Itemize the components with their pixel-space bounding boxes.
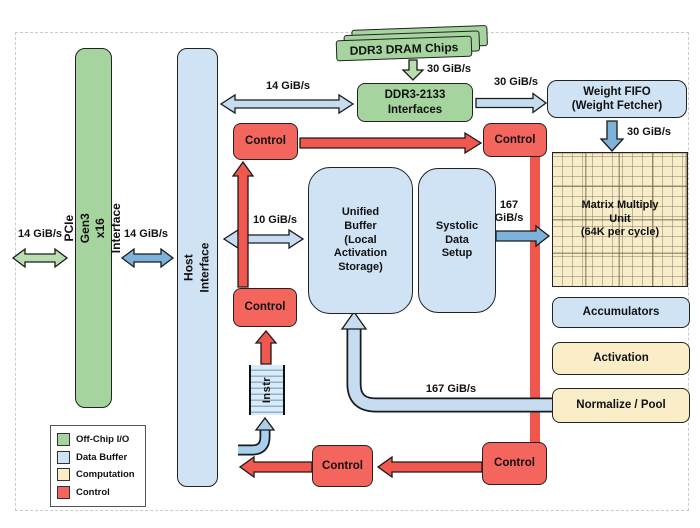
control-label: Control bbox=[322, 459, 363, 472]
pipe-np-ub bbox=[348, 324, 552, 411]
arrow-instr-control bbox=[254, 329, 278, 365]
arrow-control-bm-host bbox=[238, 455, 313, 479]
accumulators-label: Accumulators bbox=[582, 306, 660, 319]
weight-fifo-label: Weight FIFO (Weight Fetcher) bbox=[571, 85, 663, 112]
control-box-top-right: Control bbox=[483, 123, 547, 157]
bw-host-ub: 10 GiB/s bbox=[252, 214, 298, 226]
legend-item-computation: Computation bbox=[57, 468, 139, 482]
bw-dram-ddr3: 30 GiB/s bbox=[427, 63, 472, 75]
arrow-dram-ddr3 bbox=[401, 59, 425, 81]
arrow-external-pcie bbox=[11, 247, 69, 269]
accumulators-box: Accumulators bbox=[552, 297, 690, 328]
arrow-host-unified-buffer bbox=[222, 228, 305, 250]
activation-box: Activation bbox=[552, 342, 690, 375]
arrow-control-br-bm bbox=[376, 455, 483, 479]
systolic-data-setup-box: Systolic Data Setup bbox=[418, 168, 496, 313]
activation-label: Activation bbox=[593, 352, 649, 365]
matrix-multiply-unit-box: Matrix Multiply Unit (64K per cycle) bbox=[552, 152, 688, 287]
legend-item-off-chip-io: Off-Chip I/O bbox=[57, 433, 139, 447]
control-box-bottom-middle: Control bbox=[312, 445, 373, 487]
control-label: Control bbox=[494, 457, 535, 470]
bw-pcie-host: 14 GiB/s bbox=[123, 228, 169, 240]
arrow-weight-fifo-mmu bbox=[599, 120, 625, 152]
legend-label-data-buffer: Data Buffer bbox=[76, 451, 128, 463]
control-box-bottom-right: Control bbox=[482, 442, 547, 485]
legend-label-control: Control bbox=[76, 486, 110, 498]
dram-chips-label: DDR3 DRAM Chips bbox=[349, 39, 459, 58]
host-interface-label: Host Interface bbox=[181, 242, 212, 293]
arrow-pcie-host bbox=[120, 247, 175, 269]
legend-swatch-control bbox=[57, 485, 70, 499]
control-box-top-left: Control bbox=[233, 123, 298, 160]
matrix-multiply-unit-label: Matrix Multiply Unit (64K per cycle) bbox=[580, 198, 660, 239]
legend-item-data-buffer: Data Buffer bbox=[57, 450, 139, 464]
control-box-mid-left: Control bbox=[233, 288, 297, 327]
normalize-pool-label: Normalize / Pool bbox=[576, 399, 666, 412]
bw-sds-mmu: 167 GiB/s bbox=[494, 199, 524, 224]
arrow-host-ddr3 bbox=[219, 93, 355, 115]
pcie-interface-bar: PCIe Gen3 x16 Interface bbox=[62, 48, 123, 408]
elbow-instr-arrowhead bbox=[254, 416, 276, 431]
legend-label-off-chip-io: Off-Chip I/O bbox=[76, 434, 130, 446]
legend: Off-Chip I/O Data Buffer Computation Con… bbox=[50, 425, 146, 507]
pipe-np-ub-arrowhead bbox=[340, 310, 368, 330]
control-label: Control bbox=[244, 301, 286, 314]
bw-external-pcie: 14 GiB/s bbox=[17, 228, 63, 240]
instr-label: Instr bbox=[261, 376, 273, 404]
bw-np-ub: 167 GiB/s bbox=[425, 383, 477, 395]
legend-swatch-computation bbox=[57, 468, 70, 482]
unified-buffer-box: Unified Buffer (Local Activation Storage… bbox=[308, 167, 413, 314]
bw-fifo-mmu: 30 GiB/s bbox=[627, 126, 672, 138]
arrow-ddr3-weight-fifo bbox=[475, 92, 548, 114]
control-label: Control bbox=[494, 133, 536, 146]
weight-fifo-box: Weight FIFO (Weight Fetcher) bbox=[547, 80, 687, 118]
elbow-instr bbox=[238, 427, 269, 454]
unified-buffer-label: Unified Buffer (Local Activation Storage… bbox=[333, 206, 388, 274]
control-label: Control bbox=[245, 135, 286, 148]
ddr3-interfaces-label: DDR3-2133 Interfaces bbox=[384, 89, 446, 116]
arrow-control-tl-tr bbox=[299, 131, 483, 155]
legend-swatch-data-buffer bbox=[57, 450, 70, 464]
bw-host-ddr3: 14 GiB/s bbox=[265, 80, 311, 92]
legend-label-computation: Computation bbox=[76, 469, 135, 481]
arrow-control-ml-tl bbox=[231, 160, 255, 288]
host-interface-bar: Host Interface bbox=[177, 48, 218, 487]
bw-ddr3-fifo: 30 GiB/s bbox=[493, 76, 539, 88]
instr-buffer: Instr bbox=[249, 365, 285, 415]
normalize-pool-box: Normalize / Pool bbox=[552, 388, 690, 423]
arrow-sds-mmu bbox=[495, 224, 551, 248]
ddr3-interfaces-box: DDR3-2133 Interfaces bbox=[357, 83, 473, 122]
legend-item-control: Control bbox=[57, 485, 139, 499]
systolic-data-setup-label: Systolic Data Setup bbox=[435, 219, 479, 260]
legend-swatch-off-chip-io bbox=[57, 433, 70, 447]
